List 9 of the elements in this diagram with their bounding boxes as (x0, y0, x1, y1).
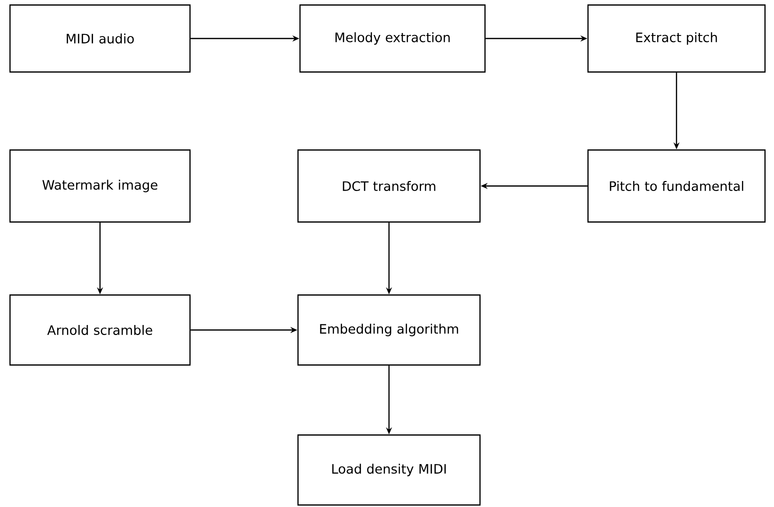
process-box: DCT transform (297, 149, 481, 223)
process-box: Pitch to fundamental (587, 149, 766, 223)
process-box: Melody extraction (299, 4, 486, 73)
process-box: MIDI audio (9, 4, 191, 73)
process-box: Embedding algorithm (297, 294, 481, 366)
process-box: Load density MIDI (297, 434, 481, 506)
process-box: Extract pitch (587, 4, 766, 73)
process-box: Arnold scramble (9, 294, 191, 366)
process-box: Watermark image (9, 149, 191, 223)
